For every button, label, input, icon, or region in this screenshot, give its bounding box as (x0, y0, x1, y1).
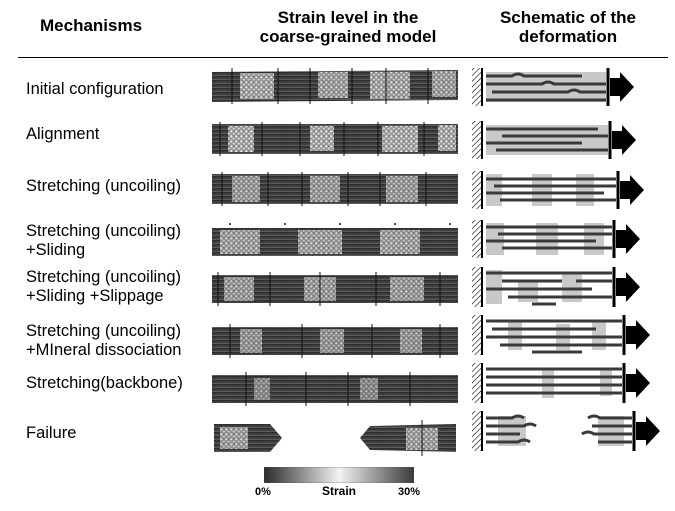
row-2-line1: Stretching (uncoiling) (26, 177, 181, 195)
schematic-backbone (472, 363, 650, 403)
row-4-line1: Stretching (uncoiling) (26, 268, 181, 286)
row-label-stretching-sliding-slippage: Stretching (uncoiling) +Sliding +Slippag… (26, 268, 181, 306)
strain-strip-stretching (212, 172, 458, 206)
row-5-line2: +MIneral dissociation (26, 341, 182, 359)
row-3-line2: +Sliding (26, 241, 86, 259)
header-strain-level: Strain level in the coarse-grained model (228, 8, 468, 46)
row-label-failure: Failure (26, 424, 76, 443)
schematic-mineral-dissociation (472, 315, 650, 355)
row-0-line1: Initial configuration (26, 80, 164, 98)
colorbar-min-label: 0% (255, 486, 271, 498)
header-schematic-line1: Schematic of the (499, 8, 637, 27)
row-label-stretching-backbone: Stretching(backbone) (26, 374, 183, 393)
schematic-sliding-slippage (472, 267, 640, 307)
row-6-line1: Stretching(backbone) (26, 374, 183, 392)
schematic-sliding (472, 220, 640, 258)
strain-strip-alignment (212, 122, 458, 156)
header-divider (18, 57, 668, 58)
colorbar-max-label: 30% (398, 486, 421, 498)
schematic-failure (472, 411, 660, 451)
row-1-line1: Alignment (26, 125, 100, 143)
row-5-line1: Stretching (uncoiling) (26, 322, 181, 340)
row-4-line2: +Sliding +Slippage (26, 287, 164, 305)
row-label-initial-configuration: Initial configuration (26, 80, 164, 99)
row-label-alignment: Alignment (26, 125, 99, 144)
header-schematic-line2: deformation (518, 27, 618, 46)
strain-colorbar (264, 467, 414, 483)
row-label-stretching-sliding: Stretching (uncoiling) +Sliding (26, 222, 181, 260)
header-strain-line2: coarse-grained model (259, 27, 437, 46)
row-7-line1: Failure (26, 424, 77, 442)
strain-strip-failure (214, 420, 456, 456)
schematic-initial (472, 68, 634, 106)
schematic-stretching (472, 171, 644, 209)
row-label-stretching: Stretching (uncoiling) (26, 177, 181, 196)
header-schematic: Schematic of the deformation (468, 8, 668, 46)
colorbar-title: Strain (322, 484, 357, 498)
strain-strip-sliding (212, 223, 458, 256)
header-strain-line1: Strain level in the (277, 8, 419, 27)
schematic-alignment (472, 121, 636, 159)
strain-strip-backbone (212, 372, 458, 406)
header-mechanisms: Mechanisms (40, 16, 143, 35)
strain-strip-mineral-dissociation (212, 324, 458, 358)
strain-strip-sliding-slippage (212, 272, 458, 306)
row-3-line1: Stretching (uncoiling) (26, 222, 181, 240)
row-label-stretching-mineral-dissociation: Stretching (uncoiling) +MIneral dissocia… (26, 322, 181, 360)
strain-strip-initial (212, 68, 458, 104)
